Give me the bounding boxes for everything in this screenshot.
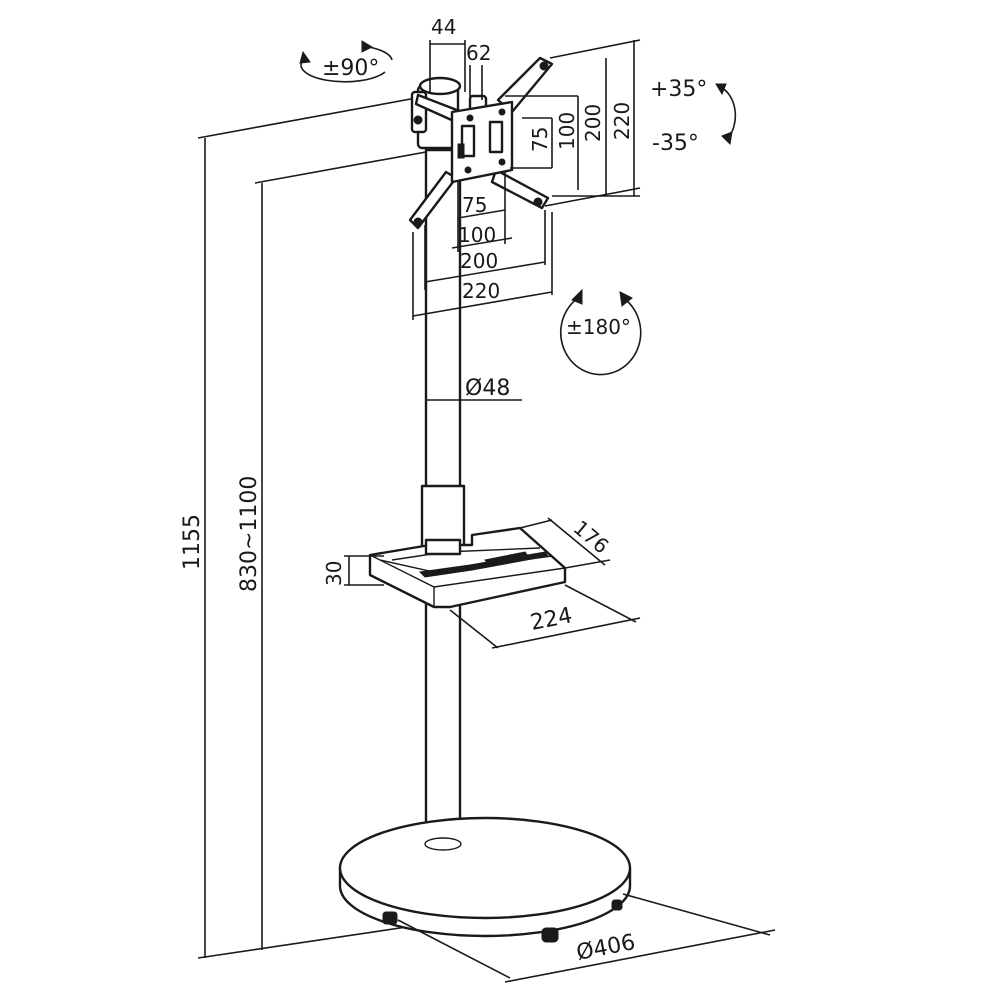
vesa-h-75-label: 75 — [462, 193, 487, 217]
pole-diameter-dimension: Ø48 — [426, 376, 522, 401]
height-range-dimension: 830~1100 — [237, 147, 449, 950]
vesa-v-100-label: 100 — [555, 112, 579, 150]
clamp-width-label: 44 — [431, 15, 456, 39]
base-diameter-dimension: Ø406 — [397, 893, 776, 983]
tilt-down-label: -35° — [652, 131, 699, 156]
total-height-dimension: 1155 — [180, 93, 439, 959]
base-diameter-label: Ø406 — [574, 930, 637, 966]
swivel-indicator: ±180° — [559, 288, 642, 376]
vesa-h-100-label: 100 — [458, 223, 496, 247]
tilt-indicator: +35° -35° — [650, 77, 737, 156]
vesa-h-220-label: 220 — [462, 279, 500, 303]
shelf — [368, 526, 567, 609]
swivel-label: ±180° — [566, 315, 631, 339]
vesa-vertical-dimensions: 75 100 200 220 — [505, 39, 641, 207]
vesa-mount-head — [408, 56, 554, 230]
pole — [420, 148, 466, 850]
clamp-dimensions: 44 62 — [429, 15, 491, 100]
rotate-top-label: ±90° — [322, 56, 379, 81]
vesa-v-200-label: 200 — [581, 104, 605, 142]
vesa-h-200-label: 200 — [460, 249, 498, 273]
pole-diameter-label: Ø48 — [465, 376, 510, 401]
vesa-v-220-label: 220 — [610, 102, 634, 140]
tilt-up-label: +35° — [650, 77, 707, 102]
shelf-width-label: 224 — [528, 603, 574, 636]
height-range-label: 830~1100 — [237, 476, 262, 592]
vesa-horizontal-dimensions: 75 100 200 220 — [412, 172, 553, 320]
clamp-depth-label: 62 — [466, 41, 491, 65]
shelf-height-dimension: 30 — [322, 555, 384, 586]
round-base — [338, 816, 632, 943]
shelf-height-label: 30 — [322, 561, 346, 586]
rotate-top-indicator: ±90° — [299, 40, 393, 83]
total-height-label: 1155 — [180, 514, 205, 570]
vesa-v-75-label: 75 — [528, 127, 552, 152]
shelf-depth-label: 176 — [569, 515, 614, 558]
